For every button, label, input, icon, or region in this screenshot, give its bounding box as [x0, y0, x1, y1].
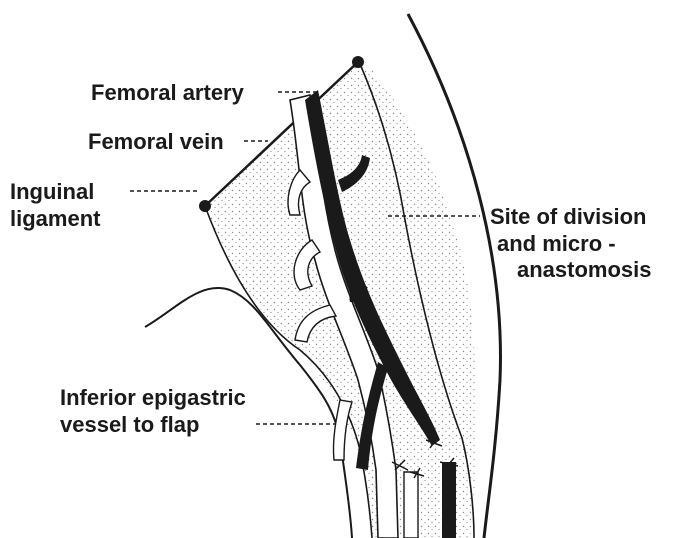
- inferior-epigastric-companion: [333, 400, 352, 460]
- label-inguinal-line1: Inguinal: [10, 179, 94, 204]
- divided-artery-segment: [442, 462, 456, 538]
- label-inferior-line1: Inferior epigastric: [60, 385, 246, 410]
- label-site-line2: and micro -: [497, 231, 616, 256]
- divided-vein-segment: [404, 472, 418, 538]
- label-femoral-artery: Femoral artery: [91, 80, 245, 105]
- ligament-endpoint-upper: [352, 56, 364, 68]
- label-site-line3: anastomosis: [517, 257, 652, 282]
- label-inferior-line2: vessel to flap: [60, 412, 199, 437]
- label-inguinal-line2: ligament: [10, 206, 101, 231]
- label-site-line1: Site of division: [490, 204, 646, 229]
- label-femoral-vein: Femoral vein: [88, 129, 224, 154]
- ligament-endpoint-lower: [199, 200, 211, 212]
